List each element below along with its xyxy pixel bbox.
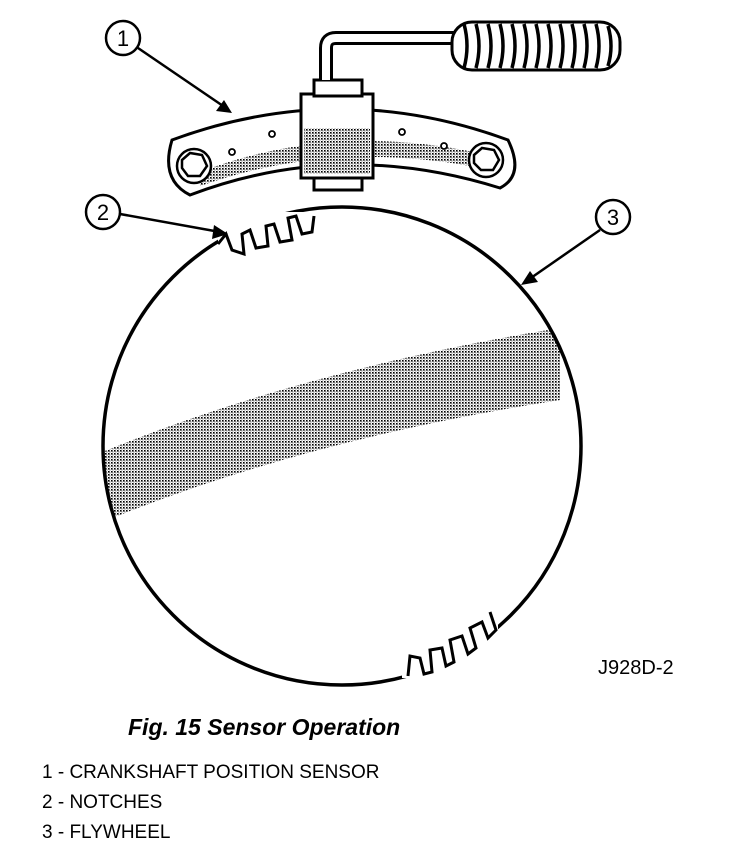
legend-item-crankshaft-position-sensor: 1 - CRANKSHAFT POSITION SENSOR [42, 762, 380, 783]
figure-caption: Fig. 15 Sensor Operation [128, 714, 401, 740]
callout-1: 1 [104, 19, 232, 113]
wire-coil [450, 20, 622, 72]
left-bolt [175, 147, 213, 185]
legend: 1 - CRANKSHAFT POSITION SENSOR 2 - NOTCH… [42, 758, 379, 848]
top-notches [216, 212, 316, 257]
callout-1-number: 1 [117, 26, 129, 51]
sensor-operation-diagram: 1 2 3 J928D-2 [84, 19, 674, 687]
callout-3: 3 [521, 198, 632, 285]
callout-3-number: 3 [607, 205, 619, 230]
legend-item-flywheel: 3 - FLYWHEEL [42, 822, 171, 843]
legend-item-notches: 2 - NOTCHES [42, 792, 163, 813]
sensor-wire [319, 31, 460, 80]
sensor-bracket [167, 107, 517, 197]
callout-2-number: 2 [97, 200, 109, 225]
bottom-notches [402, 611, 498, 678]
sensor-body [299, 78, 375, 192]
crankshaft-position-sensor [167, 20, 622, 197]
figure-code: J928D-2 [598, 657, 674, 679]
right-bolt [467, 141, 505, 179]
flywheel-outline [101, 205, 583, 687]
flywheel-shading [103, 328, 560, 525]
flywheel [101, 205, 583, 687]
callout-2: 2 [84, 193, 228, 239]
